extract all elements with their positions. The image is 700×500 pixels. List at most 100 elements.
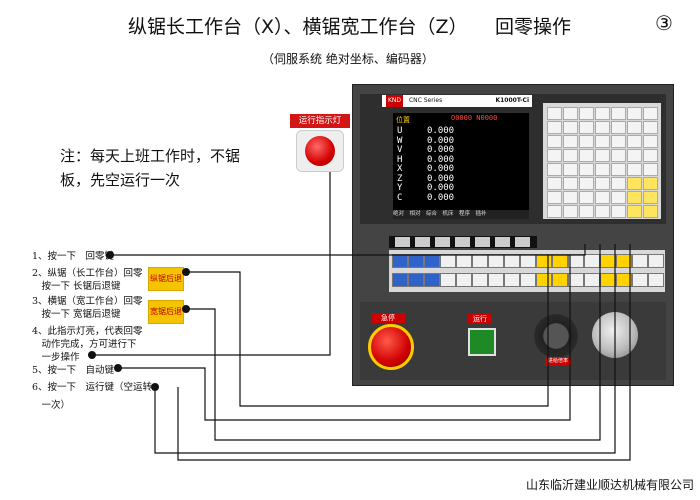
mode-key[interactable]	[440, 273, 456, 287]
keypad-key[interactable]	[627, 163, 642, 176]
connector-dot	[182, 305, 190, 313]
keypad-key[interactable]	[643, 205, 658, 218]
mode-key[interactable]	[424, 273, 440, 287]
keypad-key[interactable]	[547, 149, 562, 162]
keypad-key[interactable]	[579, 191, 594, 204]
keypad-key[interactable]	[643, 163, 658, 176]
connector-dot	[114, 364, 122, 372]
emergency-stop-button[interactable]	[368, 324, 414, 370]
mode-key[interactable]	[648, 273, 664, 287]
step-4-line3: 一步操作	[32, 352, 80, 363]
keypad-key[interactable]	[611, 149, 626, 162]
mode-key[interactable]	[408, 273, 424, 287]
keypad-key[interactable]	[611, 163, 626, 176]
keypad-key[interactable]	[611, 107, 626, 120]
keypad-key[interactable]	[611, 205, 626, 218]
keypad-key[interactable]	[563, 205, 578, 218]
mode-key[interactable]	[520, 273, 536, 287]
connector-line	[112, 244, 586, 256]
keypad-key[interactable]	[643, 177, 658, 190]
keypad-key[interactable]	[563, 177, 578, 190]
keypad-key[interactable]	[579, 163, 594, 176]
function-key[interactable]	[395, 237, 410, 247]
axis-value: 0.000	[427, 173, 455, 184]
screen-tabs[interactable]: 绝对 相对 综合 机床 程序 插补	[393, 210, 529, 219]
keypad-key[interactable]	[627, 205, 642, 218]
keypad-key[interactable]	[547, 191, 562, 204]
mode-key[interactable]	[648, 254, 664, 268]
keypad-key[interactable]	[579, 135, 594, 148]
keypad-key[interactable]	[579, 177, 594, 190]
keypad-key[interactable]	[627, 121, 642, 134]
keypad-key[interactable]	[547, 107, 562, 120]
screen-title: 位置	[396, 116, 410, 124]
mode-key[interactable]	[616, 254, 632, 268]
function-key[interactable]	[415, 237, 430, 247]
keypad-key[interactable]	[643, 149, 658, 162]
keypad-key[interactable]	[563, 121, 578, 134]
mode-key[interactable]	[504, 273, 520, 287]
axis-label: Y	[397, 183, 403, 193]
mode-key[interactable]	[456, 273, 472, 287]
keypad-key[interactable]	[611, 191, 626, 204]
mode-key[interactable]	[488, 273, 504, 287]
keypad-key[interactable]	[563, 135, 578, 148]
keypad-key[interactable]	[595, 135, 610, 148]
keypad-key[interactable]	[595, 107, 610, 120]
mode-key[interactable]	[616, 273, 632, 287]
keypad-key[interactable]	[595, 191, 610, 204]
function-key[interactable]	[435, 237, 450, 247]
keypad-key[interactable]	[643, 107, 658, 120]
feed-override-dial[interactable]	[534, 314, 578, 358]
run-button[interactable]	[468, 328, 496, 356]
function-key[interactable]	[475, 237, 490, 247]
mode-key[interactable]	[632, 273, 648, 287]
keypad-key[interactable]	[627, 149, 642, 162]
mode-key[interactable]	[472, 273, 488, 287]
step-number: ③	[655, 11, 673, 35]
keypad-key[interactable]	[595, 149, 610, 162]
keypad-key[interactable]	[595, 163, 610, 176]
keypad-key[interactable]	[627, 177, 642, 190]
keypad-key[interactable]	[595, 205, 610, 218]
mode-key[interactable]	[552, 273, 568, 287]
keypad-key[interactable]	[627, 135, 642, 148]
keypad-key[interactable]	[563, 191, 578, 204]
connector-dot	[151, 383, 159, 391]
keypad-key[interactable]	[563, 107, 578, 120]
keypad-key[interactable]	[611, 177, 626, 190]
keypad-key[interactable]	[611, 135, 626, 148]
step-2-line1: 2、纵锯（长工作台）回零	[32, 268, 143, 279]
mode-key[interactable]	[392, 273, 408, 287]
step-5-text: 5、按一下 自动键	[32, 365, 115, 376]
keypad-key[interactable]	[563, 163, 578, 176]
keypad-key[interactable]	[595, 121, 610, 134]
mode-key[interactable]	[632, 254, 648, 268]
keypad-key[interactable]	[643, 121, 658, 134]
keypad-key[interactable]	[627, 191, 642, 204]
keypad-key[interactable]	[627, 107, 642, 120]
keypad-key[interactable]	[563, 149, 578, 162]
keypad-key[interactable]	[547, 121, 562, 134]
keypad-key[interactable]	[579, 121, 594, 134]
keypad-key[interactable]	[547, 205, 562, 218]
keypad-key[interactable]	[643, 135, 658, 148]
indicator-lamp-label: 运行指示灯	[290, 114, 350, 128]
keypad-key[interactable]	[595, 177, 610, 190]
controller-header: KND CNC Series K1000T-Ci	[382, 95, 532, 107]
keypad-key[interactable]	[547, 135, 562, 148]
function-key[interactable]	[515, 237, 530, 247]
function-key[interactable]	[455, 237, 470, 247]
keypad-key[interactable]	[547, 163, 562, 176]
keypad-key[interactable]	[547, 177, 562, 190]
keypad-key[interactable]	[611, 121, 626, 134]
connector-line	[188, 244, 601, 441]
keypad-key[interactable]	[579, 205, 594, 218]
connector-line	[118, 255, 571, 421]
keypad-key[interactable]	[643, 191, 658, 204]
step-2: 2、纵锯（长工作台）回零 按一下 长锯后退键	[32, 267, 143, 293]
function-key[interactable]	[495, 237, 510, 247]
mode-key[interactable]	[568, 273, 584, 287]
keypad-key[interactable]	[579, 107, 594, 120]
keypad-key[interactable]	[579, 149, 594, 162]
